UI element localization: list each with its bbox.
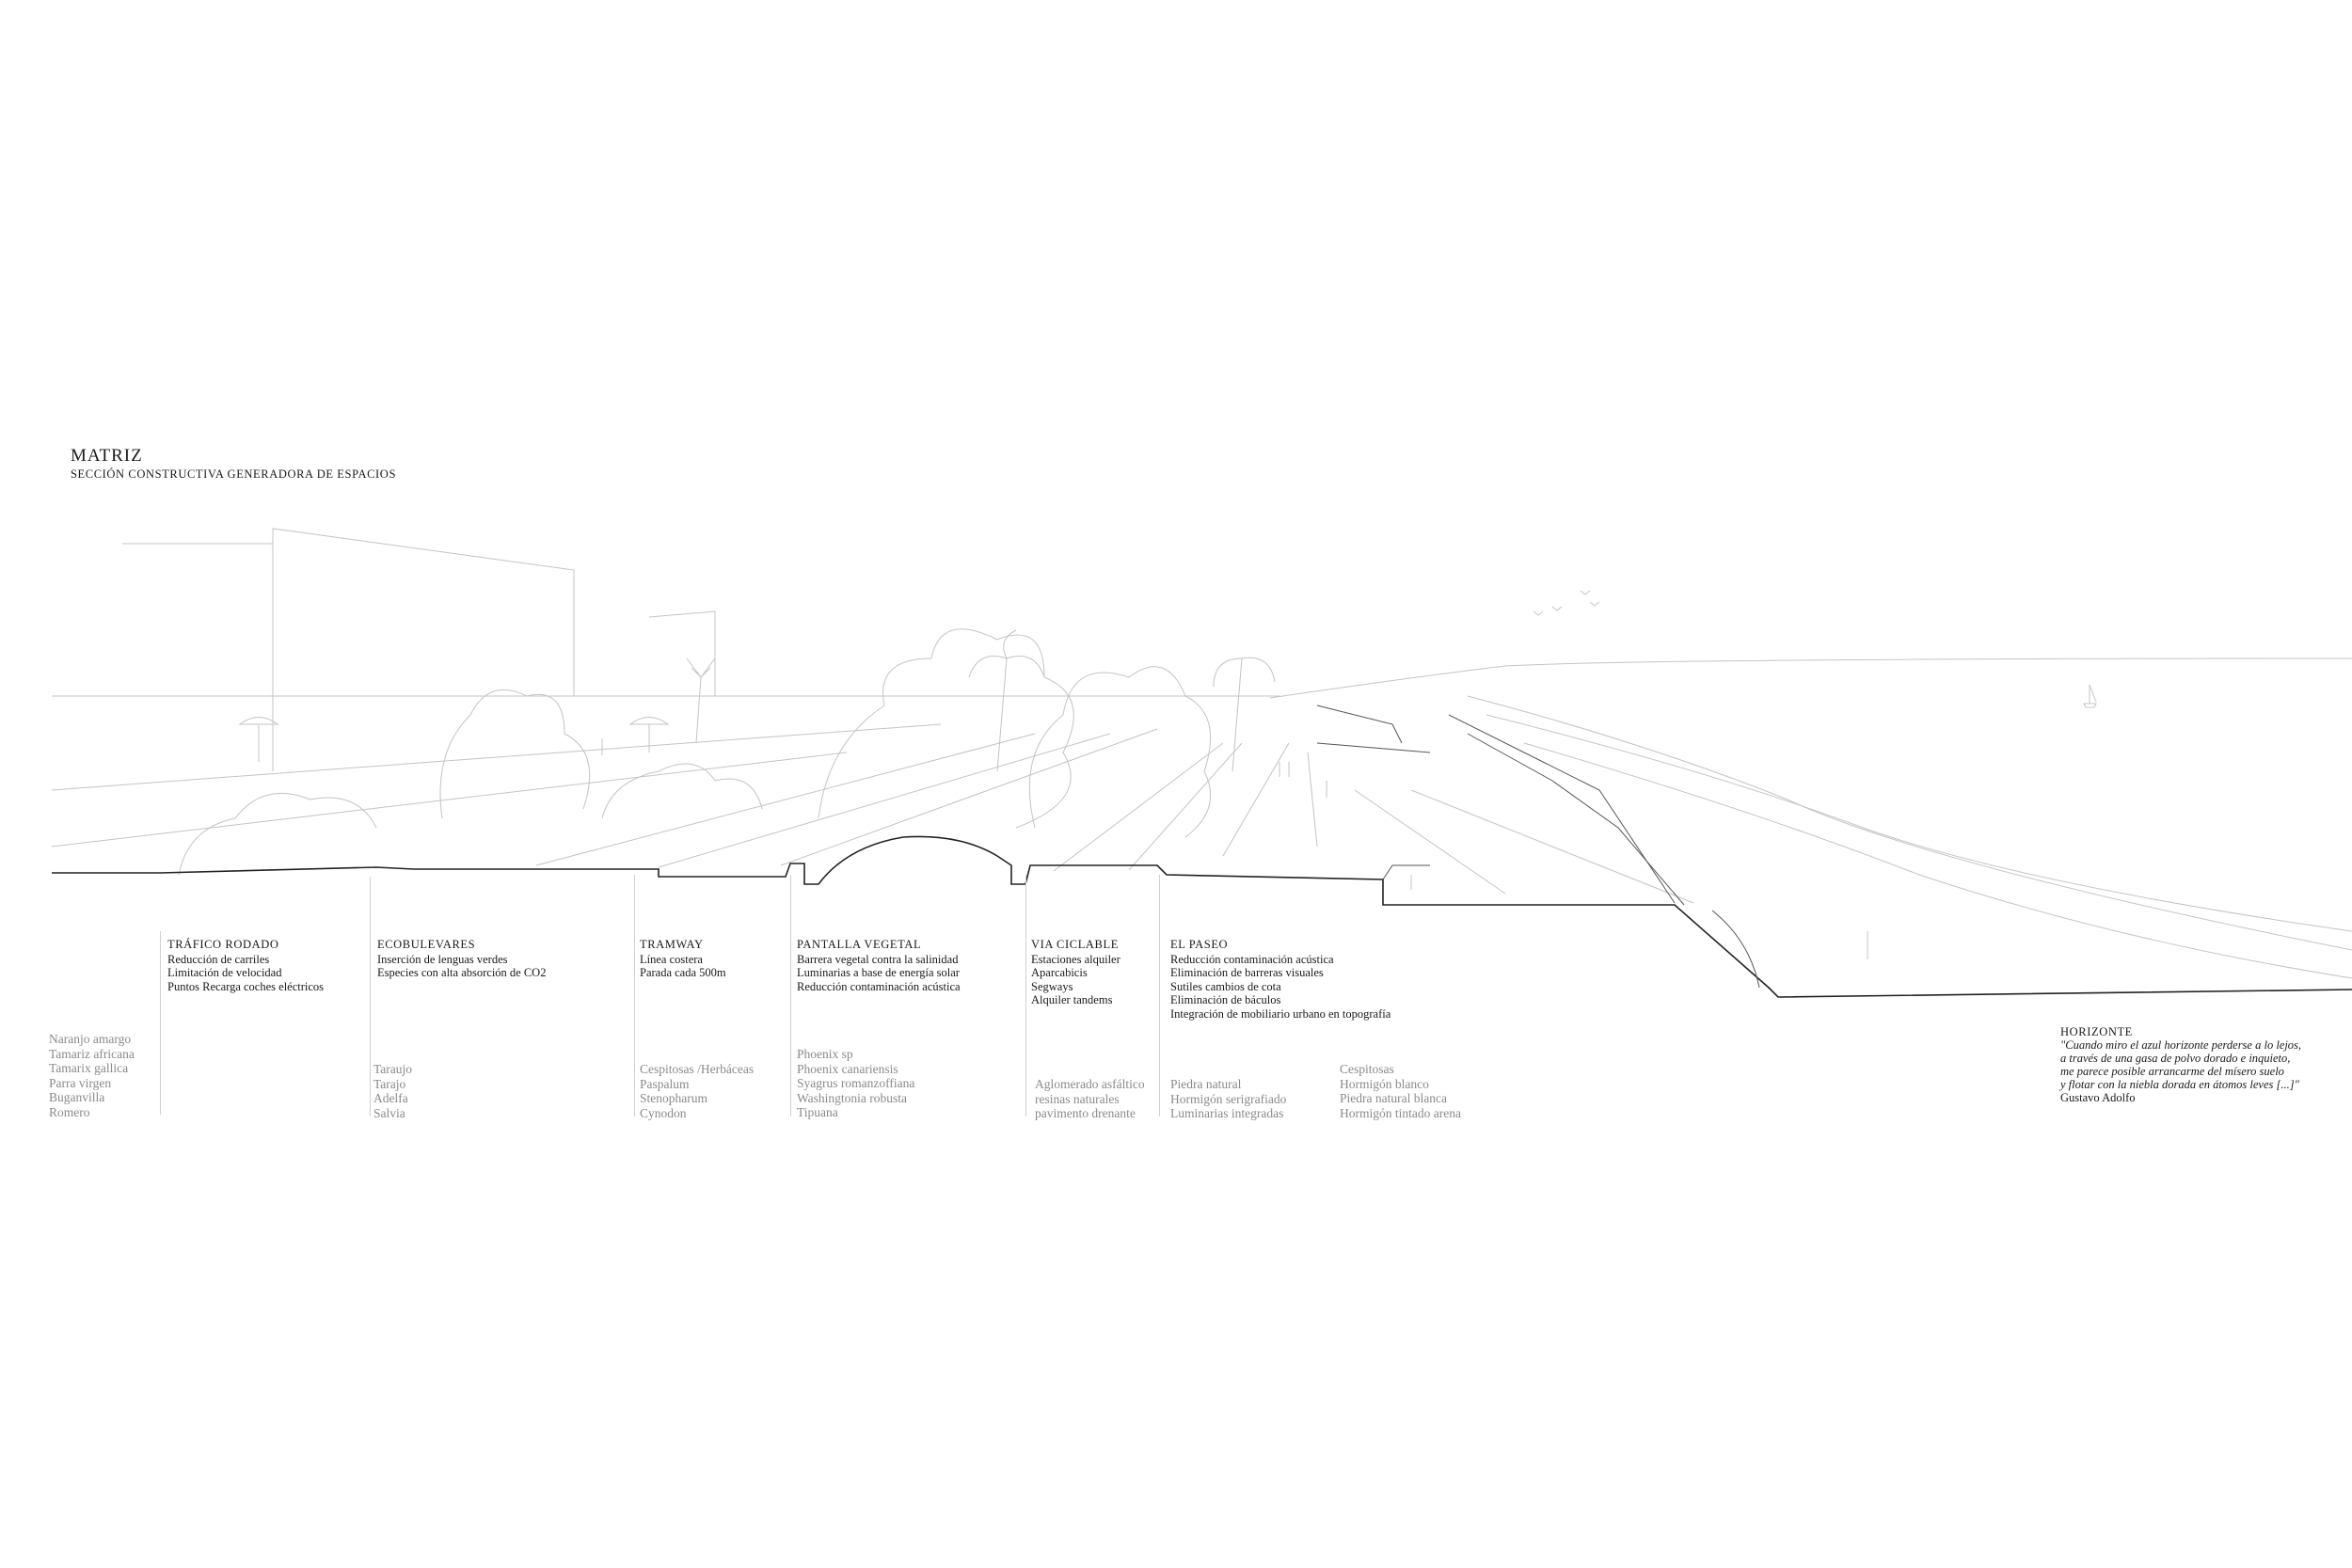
zone-item: Aparcabicis [1031, 966, 1088, 979]
material-item: Adelfa [373, 1091, 408, 1105]
material-item: Syagrus romanzoffiana [797, 1076, 915, 1090]
palm-tree [968, 629, 1045, 772]
zone-divider [1025, 875, 1026, 1117]
materials-list: Cespitosas /Herbáceas Paspalum Stenophar… [640, 1062, 754, 1120]
zone-item: Sutiles cambios de cota [1170, 979, 1281, 993]
material-item: Hormigón blanco [1340, 1076, 1429, 1091]
material-item: Romero [49, 1104, 90, 1119]
horizonte-title: HORIZONTE [2060, 1025, 2133, 1038]
material-item: Phoenix sp [797, 1047, 853, 1061]
material-item: Cespitosas /Herbáceas [640, 1062, 755, 1076]
material-item: Cynodon [640, 1105, 687, 1120]
zone-divider [160, 931, 161, 1115]
page-subtitle: SECCIÓN CONSTRUCTIVA GENERADORA DE ESPAC… [71, 467, 396, 481]
zone-item: Eliminación de barreras visuales [1170, 966, 1324, 979]
material-item: resinas naturales [1035, 1091, 1120, 1106]
zone-item: Línea costera [640, 952, 703, 966]
material-item: Phoenix canariensis [797, 1061, 898, 1076]
material-item: Tamarix gallica [49, 1061, 129, 1075]
zone-title: TRÁFICO RODADO [167, 938, 279, 951]
palm-tree [1213, 657, 1276, 772]
material-item: Tipuana [797, 1105, 838, 1119]
zone-item: Parada cada 500m [640, 966, 726, 979]
quote-line: "Cuando miro el azul horizonte perderse … [2060, 1038, 2302, 1052]
materials-list: Taraujo Tarajo Adelfa Salvia [373, 1062, 412, 1120]
materials-list: Piedra natural Hormigón serigrafiado Lum… [1170, 1077, 1286, 1121]
tree-canopy [439, 689, 591, 819]
material-item: Piedra natural blanca [1340, 1091, 1447, 1105]
background-building [122, 528, 575, 696]
material-item: Naranjo amargo [49, 1032, 132, 1046]
zone-item: Reducción contaminación acústica [797, 979, 961, 993]
zone-via-ciclable: VIA CICLABLE Estaciones alquiler Aparcab… [1031, 938, 1120, 1007]
zone-title: ECOBULEVARES [377, 938, 476, 951]
page-title: MATRIZ [71, 446, 143, 466]
zone-divider [1159, 875, 1160, 1117]
material-item: Luminarias integradas [1170, 1106, 1284, 1120]
zone-item: Reducción de carriles [167, 952, 270, 966]
zone-el-paseo: EL PASEO Reducción contaminación acústic… [1170, 938, 1391, 1021]
zone-item: Especies con alta absorción de CO2 [377, 966, 547, 979]
material-item: Buganvilla [49, 1090, 105, 1104]
material-item: Parra virgen [49, 1075, 112, 1090]
zone-item: Alquiler tandems [1031, 993, 1113, 1006]
section-drawing [51, 528, 2352, 998]
horizonte-quote: HORIZONTE "Cuando miro el azul horizonte… [2060, 1025, 2301, 1104]
materials-list: Phoenix sp Phoenix canariensis Syagrus r… [797, 1047, 914, 1120]
materials-list: Naranjo amargo Tamariz africana Tamarix … [49, 1032, 135, 1119]
zone-item: Segways [1031, 979, 1073, 993]
material-item: Cespitosas [1340, 1062, 1394, 1076]
quote-line: me parece posible arrancarme del mísero … [2060, 1065, 2284, 1078]
zone-pantalla-vegetal: PANTALLA VEGETAL Barrera vegetal contra … [797, 938, 961, 993]
shrub [601, 763, 763, 819]
quote-author: Gustavo Adolfo [2060, 1091, 2136, 1104]
zone-divider [634, 875, 635, 1117]
zone-tramway: TRAMWAY Línea costera Parada cada 500m [640, 938, 726, 980]
tree-canopy [818, 628, 1074, 829]
zone-item: Inserción de lenguas verdes [377, 952, 508, 966]
zone-item: Integración de mobiliario urbano en topo… [1170, 1006, 1391, 1021]
material-item: Hormigón tintado arena [1340, 1105, 1461, 1120]
zone-item: Limitación de velocidad [167, 966, 282, 979]
palm-tree [686, 657, 716, 744]
zone-title: VIA CICLABLE [1031, 938, 1119, 951]
material-item: pavimento drenante [1035, 1106, 1136, 1120]
shrub [178, 792, 377, 876]
zone-ecobulevares: ECOBULEVARES Inserción de lenguas verdes… [377, 938, 546, 980]
zone-title: TRAMWAY [640, 938, 704, 951]
material-item: Stenopharum [640, 1091, 707, 1105]
material-item: Washingtonia robusta [797, 1090, 908, 1105]
material-item: Aglomerado asfáltico [1035, 1077, 1145, 1091]
quote-line: y flotar con la niebla dorada en átomos … [2060, 1078, 2299, 1091]
zone-item: Eliminación de báculos [1170, 993, 1281, 1006]
materials-list: Cespitosas Hormigón blanco Piedra natura… [1340, 1062, 1461, 1120]
zone-divider [370, 877, 371, 1117]
material-item: Tarajo [373, 1076, 406, 1091]
material-item: Hormigón serigrafiado [1170, 1091, 1287, 1106]
material-item: Tamariz africana [49, 1046, 135, 1061]
zone-title: PANTALLA VEGETAL [797, 938, 922, 951]
zone-item: Estaciones alquiler [1031, 952, 1120, 966]
material-item: Salvia [373, 1105, 405, 1120]
zone-title: EL PASEO [1170, 938, 1229, 951]
material-item: Paspalum [640, 1076, 690, 1091]
zone-item: Reducción contaminación acústica [1170, 952, 1334, 966]
zone-trafico-rodado: TRÁFICO RODADO Reducción de carriles Lim… [167, 938, 324, 993]
zone-divider [790, 875, 791, 1117]
zone-item: Luminarias a base de energía solar [797, 966, 960, 979]
zone-item: Puntos Recarga coches eléctricos [167, 979, 325, 993]
material-item: Taraujo [373, 1062, 413, 1076]
quote-line: a través de una gasa de polvo dorado e i… [2060, 1052, 2291, 1065]
materials-list: Aglomerado asfáltico resinas naturales p… [1035, 1077, 1145, 1121]
tree-canopy [1028, 666, 1212, 838]
material-item: Piedra natural [1170, 1077, 1242, 1091]
zone-item: Barrera vegetal contra la salinidad [797, 952, 959, 966]
ground-section-line [52, 835, 2352, 998]
